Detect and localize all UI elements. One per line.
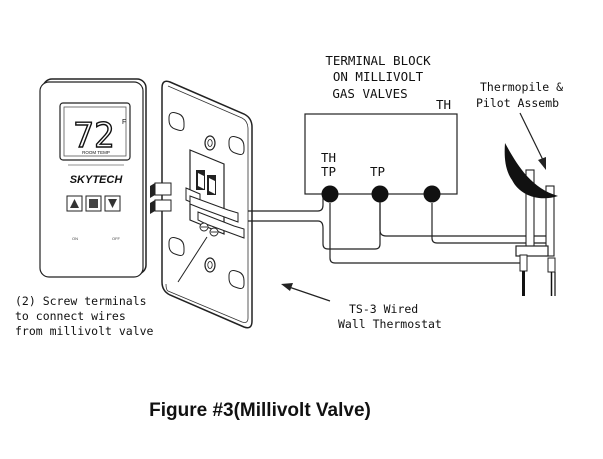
thermostat-brand-logo: SKYTECH: [70, 174, 124, 186]
th-tp-terminal: [321, 185, 339, 203]
thermopile-pilot-assembly: [504, 143, 558, 296]
svg-text:GAS VALVES: GAS VALVES: [332, 86, 407, 101]
screw-terminal-block: [185, 149, 245, 239]
tp-terminal: [371, 185, 389, 203]
th-corner-label: TH: [436, 97, 451, 112]
tp-label-right: TP: [370, 164, 385, 179]
wall-plate-tab: [228, 136, 245, 155]
svg-text:from millivolt valve: from millivolt valve: [15, 324, 154, 338]
svg-text:Pilot Assemb: Pilot Assemb: [476, 96, 559, 110]
figure-caption: Figure #3(Millivolt Valve): [149, 400, 371, 421]
screw-terminals-label: (2) Screw terminals to connect wires fro…: [15, 294, 154, 338]
thermostat-room-temp-label: ROOM TEMP: [82, 150, 110, 155]
svg-text:to connect wires: to connect wires: [15, 309, 126, 323]
svg-text:Thermopile &: Thermopile &: [480, 80, 563, 94]
svg-text:TERMINAL BLOCK: TERMINAL BLOCK: [325, 53, 431, 68]
thermostat-temp-unit: F: [122, 119, 126, 126]
wall-plate-tab: [168, 237, 185, 256]
thermostat-off-mark: OFF: [112, 236, 121, 241]
thermostat-on-mark: ON: [72, 236, 78, 241]
svg-text:ON MILLIVOLT: ON MILLIVOLT: [333, 69, 424, 84]
th-terminal: [423, 185, 441, 203]
thermostat-display: [59, 102, 131, 161]
thermostat-front-unit: 72 F ROOM TEMP SKYTECH ON OFF: [39, 78, 147, 278]
thermopile-label: Thermopile & Pilot Assemb: [476, 80, 563, 110]
ts3-label: TS-3 Wired Wall Thermostat: [338, 302, 442, 331]
th-label: TH: [321, 150, 336, 165]
wall-plate-tab: [168, 112, 185, 131]
leader-arrows: [177, 112, 546, 302]
wall-plate: [161, 80, 253, 329]
tp-label-left: TP: [321, 164, 336, 179]
thermostat-wires: [248, 194, 381, 250]
wall-plate-tab: [228, 270, 245, 289]
mounting-clip: [150, 182, 172, 214]
terminal-block-title: TERMINAL BLOCK ON MILLIVOLT GAS VALVES: [325, 53, 431, 101]
thermostat-temp-readout: 72: [74, 116, 115, 156]
svg-text:(2) Screw terminals: (2) Screw terminals: [15, 294, 147, 308]
gas-valve-terminal-block: [304, 113, 458, 203]
svg-text:Wall Thermostat: Wall Thermostat: [338, 317, 442, 331]
svg-text:TS-3 Wired: TS-3 Wired: [349, 302, 418, 316]
